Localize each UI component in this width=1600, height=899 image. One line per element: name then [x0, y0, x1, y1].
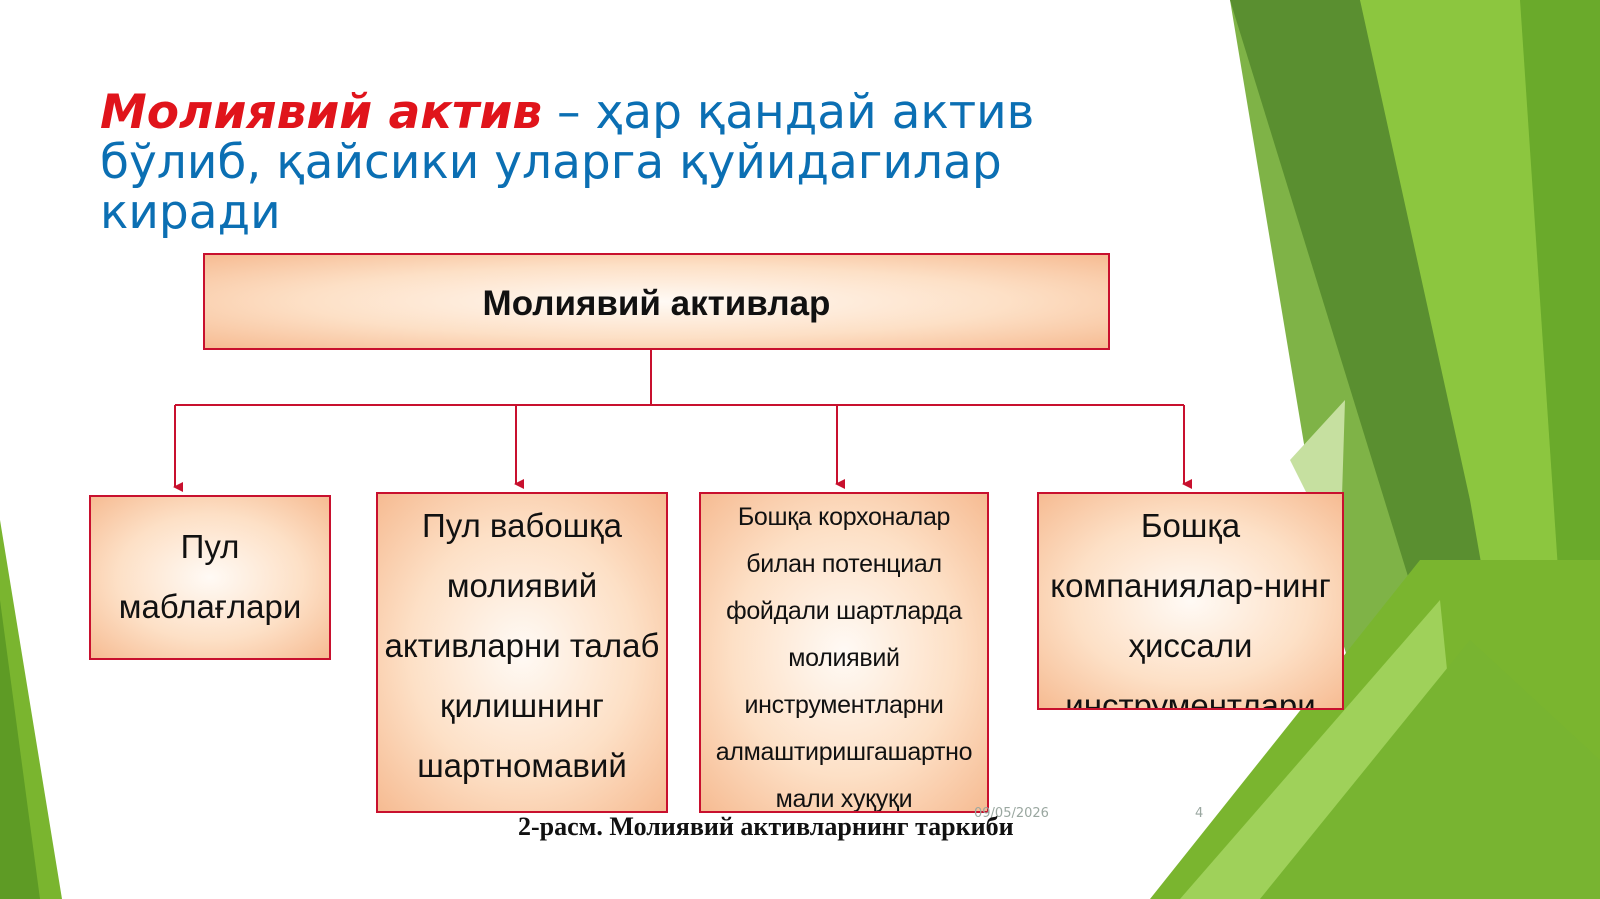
- child-label-1: Пул маблағлари: [118, 528, 302, 625]
- root-box: Молиявий активлар: [203, 253, 1110, 350]
- child-label-2: Пул вабошқа молиявий активларни талаб қи…: [384, 507, 660, 784]
- slide-date: 09/05/2026: [974, 806, 1049, 821]
- child-label-4: Бошқа компаниялар-нинг ҳиссали инструмен…: [1050, 507, 1331, 710]
- child-box-exchange-rights: Бошқа корхоналар билан потенциал фойдали…: [699, 492, 989, 813]
- title-rest: – ҳар қандай актив бўлиб, қайсики уларга…: [100, 85, 1035, 240]
- root-label: Молиявий активлар: [482, 284, 831, 323]
- slide-number: 4: [1195, 806, 1204, 821]
- child-label-3: Бошқа корхоналар билан потенциал фойдали…: [715, 503, 973, 813]
- child-box-equity-instruments: Бошқа компаниялар-нинг ҳиссали инструмен…: [1037, 492, 1344, 710]
- child-box-contractual-rights: Пул вабошқа молиявий активларни талаб қи…: [376, 492, 668, 813]
- figure-caption: 2-расм. Молиявий активларнинг таркиби: [518, 812, 1014, 841]
- slide-title: Молиявий актив – ҳар қандай актив бўлиб,…: [100, 88, 1100, 238]
- title-emphasis: Молиявий актив: [100, 85, 543, 140]
- child-box-cash: Пул маблағлари: [89, 495, 331, 660]
